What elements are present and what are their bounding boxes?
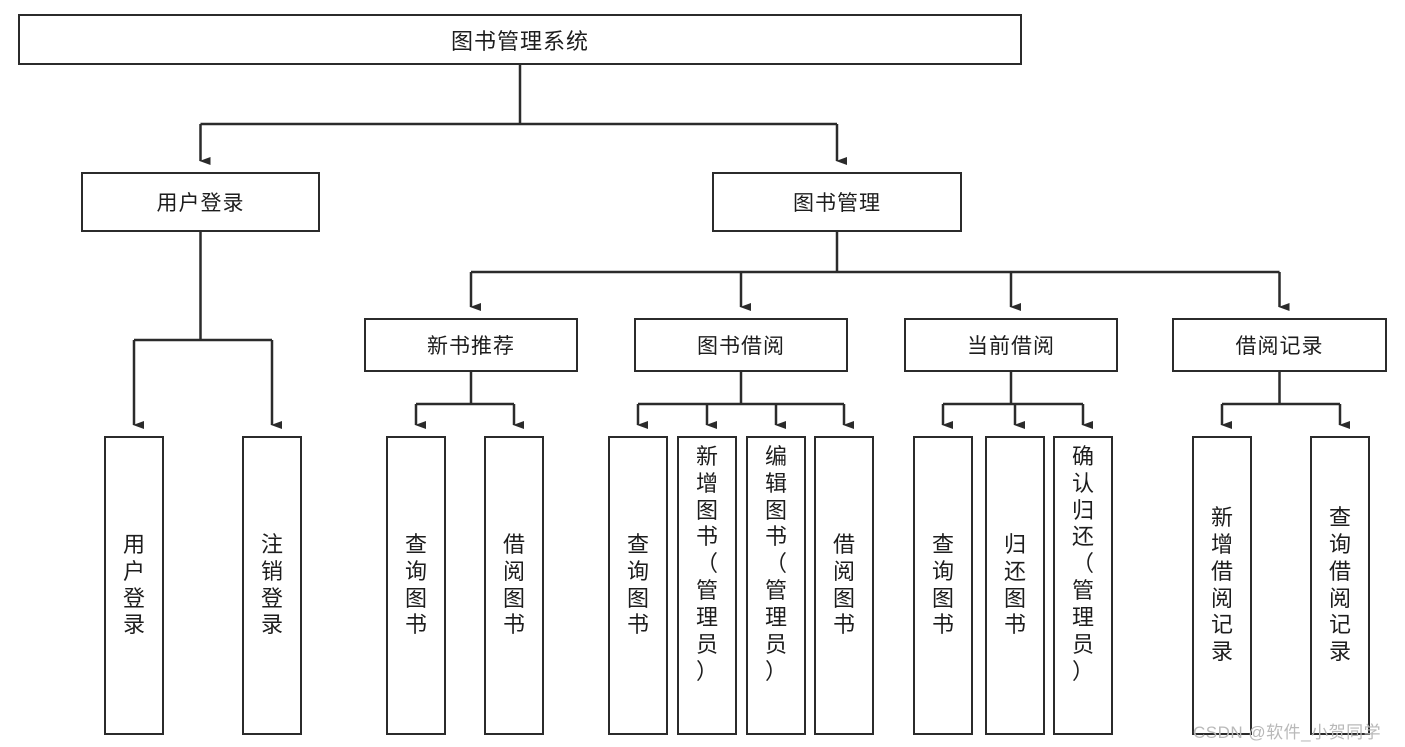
node-leaf-return-book-label: 归还图书 [1003,531,1026,638]
node-leaf-add-record[interactable]: 新增借阅记录 [1192,436,1252,735]
node-leaf-query-book-3[interactable]: 查询图书 [913,436,973,735]
node-leaf-confirm-return[interactable]: 确认归还（管理员） [1053,436,1113,735]
node-new-book-recommend-label: 新书推荐 [427,335,515,358]
node-borrow-record[interactable]: 借阅记录 [1172,318,1387,372]
node-leaf-add-record-label: 新增借阅记录 [1210,505,1233,665]
node-book-borrow[interactable]: 图书借阅 [634,318,848,372]
node-leaf-borrow-book-1-label: 借阅图书 [502,531,525,638]
node-leaf-query-book-3-label: 查询图书 [931,531,954,638]
node-leaf-logout-label: 注销登录 [260,531,283,638]
node-leaf-edit-book[interactable]: 编辑图书（管理员） [746,436,806,735]
node-leaf-user-login-label: 用户登录 [122,531,145,638]
node-leaf-query-book-1[interactable]: 查询图书 [386,436,446,735]
node-leaf-query-record-label: 查询借阅记录 [1328,505,1351,665]
node-leaf-borrow-book-2[interactable]: 借阅图书 [814,436,874,735]
node-new-book-recommend[interactable]: 新书推荐 [364,318,578,372]
node-current-borrow-label: 当前借阅 [967,335,1055,358]
node-book-borrow-label: 图书借阅 [697,335,785,358]
node-leaf-confirm-return-label: 确认归还（管理员） [1071,444,1094,684]
node-leaf-query-record[interactable]: 查询借阅记录 [1310,436,1370,735]
node-leaf-query-book-2[interactable]: 查询图书 [608,436,668,735]
node-root-label: 图书管理系统 [450,28,589,54]
node-leaf-user-login[interactable]: 用户登录 [104,436,164,735]
watermark: CSDN @软件_小贺同学 [1193,723,1382,742]
node-book-manage[interactable]: 图书管理 [712,172,962,232]
node-user-login[interactable]: 用户登录 [81,172,320,232]
node-current-borrow[interactable]: 当前借阅 [904,318,1118,372]
node-borrow-record-label: 借阅记录 [1235,335,1324,358]
node-leaf-add-book-label: 新增图书（管理员） [695,444,718,684]
node-leaf-borrow-book-2-label: 借阅图书 [832,531,855,638]
node-leaf-logout[interactable]: 注销登录 [242,436,302,735]
node-user-login-label: 用户登录 [156,192,245,215]
node-leaf-edit-book-label: 编辑图书（管理员） [764,444,787,684]
node-root[interactable]: 图书管理系统 [18,14,1022,65]
node-leaf-return-book[interactable]: 归还图书 [985,436,1045,735]
node-book-manage-label: 图书管理 [793,192,881,215]
node-leaf-borrow-book-1[interactable]: 借阅图书 [484,436,544,735]
node-leaf-query-book-1-label: 查询图书 [404,531,427,638]
node-leaf-add-book[interactable]: 新增图书（管理员） [677,436,737,735]
node-leaf-query-book-2-label: 查询图书 [626,531,649,638]
